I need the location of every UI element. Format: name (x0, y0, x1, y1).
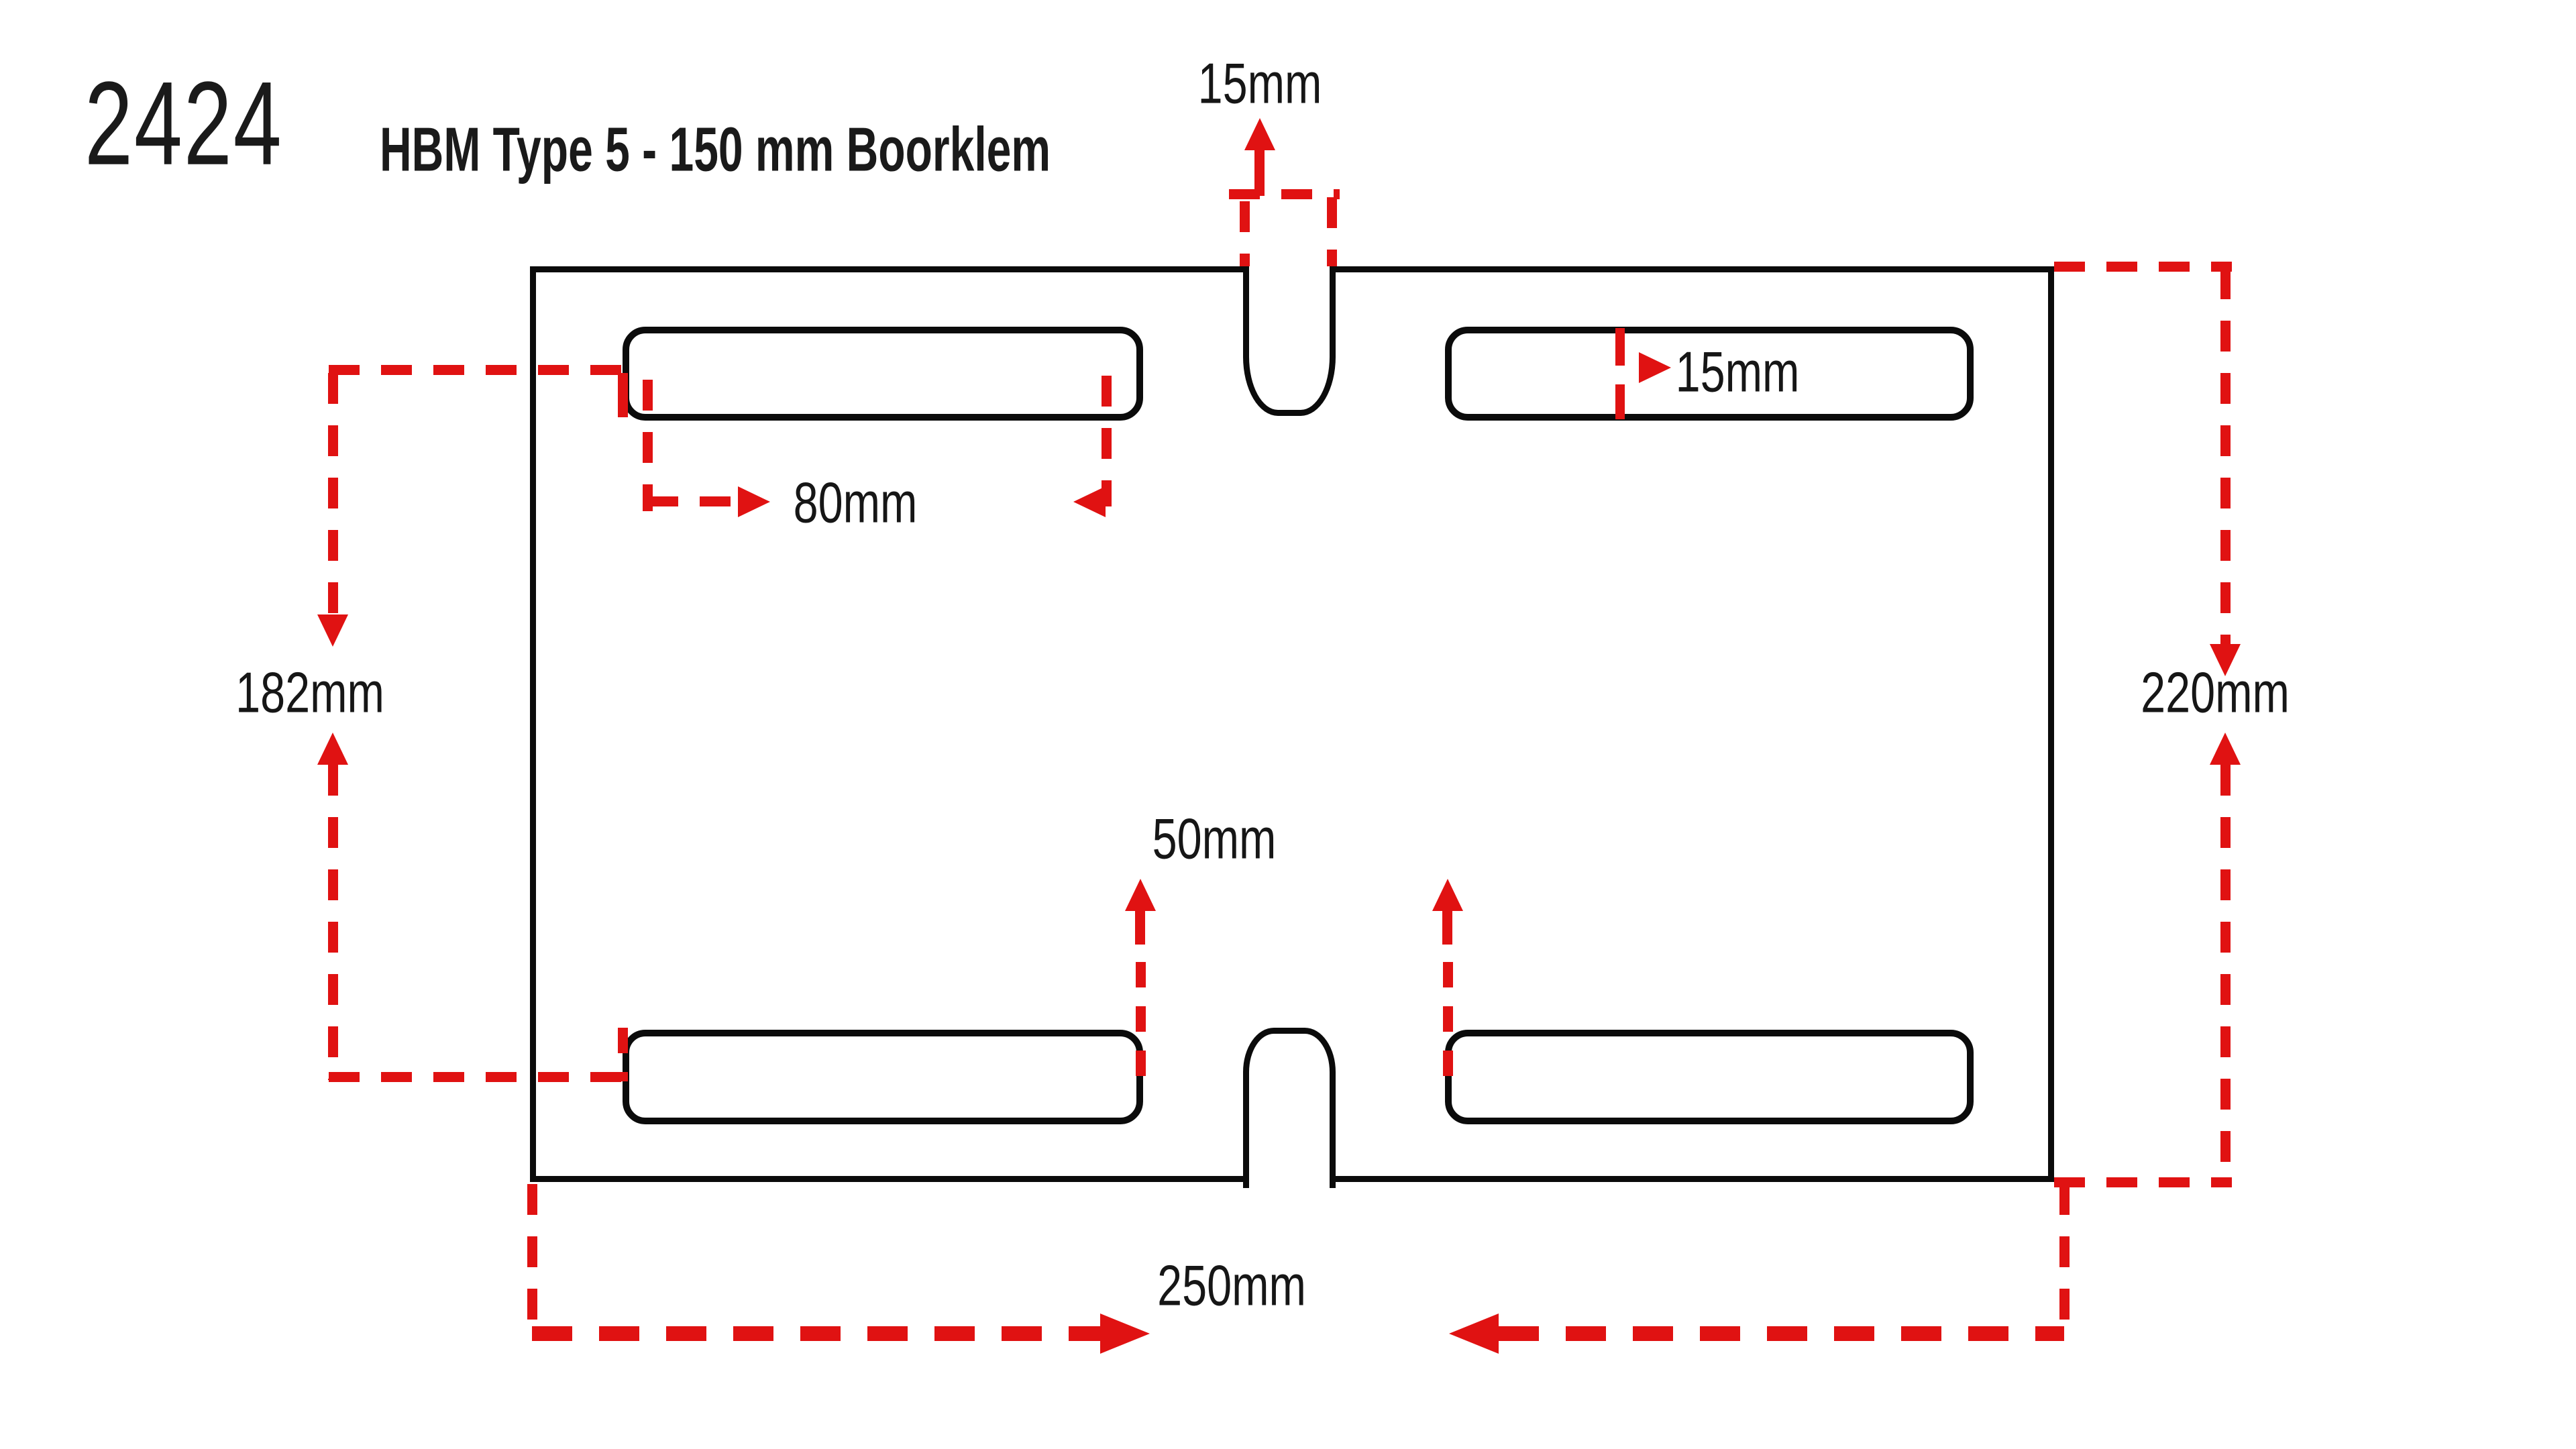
arrow-up-icon (2210, 733, 2241, 765)
dashed-line (2220, 268, 2231, 645)
part-number: 2424 (85, 57, 283, 190)
slot-bottom-right (1445, 1030, 1974, 1124)
arrow-up-icon (1125, 879, 1156, 911)
slot-top-left (623, 327, 1143, 421)
dashed-line (1136, 962, 1146, 1079)
dim-label-slot-length: 80mm (793, 470, 918, 535)
dashed-line (2059, 1184, 2070, 1334)
slot-top-right (1445, 327, 1974, 421)
arrow-up-icon (1432, 879, 1463, 911)
arrow-left-icon (1449, 1313, 1499, 1354)
dashed-line (1102, 376, 1112, 505)
arrow-down-icon (317, 614, 348, 647)
dashed-line (618, 1028, 628, 1081)
dashed-line (643, 380, 653, 511)
dimension-line (1442, 910, 1452, 945)
dashed-line (329, 1072, 629, 1082)
dim-label-left-height: 182mm (235, 660, 384, 724)
dashed-line (1240, 201, 1250, 266)
notch-top (1243, 260, 1336, 416)
dashed-line (2220, 765, 2231, 1182)
dimension-line (618, 373, 628, 417)
dim-label-notch-width: 15mm (1197, 51, 1322, 115)
dashed-line (532, 1326, 1104, 1341)
dashed-line (329, 365, 629, 375)
dashed-line (2054, 1177, 2232, 1187)
dashed-line (647, 496, 738, 506)
dashed-line (1229, 189, 1340, 199)
notch-bottom (1243, 1028, 1336, 1188)
dashed-line (328, 765, 338, 1080)
arrow-right-icon (738, 486, 770, 517)
arrow-right-icon (1639, 352, 1671, 383)
arrow-up-icon (317, 733, 348, 765)
drawing-title: HBM Type 5 - 150 mm Boorklem (380, 114, 1051, 184)
dashed-line (2054, 262, 2232, 272)
arrow-up-icon (1244, 118, 1275, 150)
dashed-line (328, 373, 338, 617)
arrow-down-icon (2210, 644, 2241, 676)
dashed-line (1443, 962, 1453, 1079)
dashed-line (1327, 197, 1337, 266)
dashed-line (527, 1184, 537, 1332)
dim-label-slot-width: 15mm (1675, 339, 1800, 404)
dim-label-plate-width: 250mm (1157, 1253, 1306, 1318)
dim-label-slot-gap: 50mm (1152, 806, 1277, 871)
dashed-line (1615, 328, 1625, 419)
slot-bottom-left (623, 1030, 1143, 1124)
dim-label-plate-height: 220mm (2141, 660, 2290, 724)
dimension-line (1254, 149, 1265, 196)
dimension-line (1135, 910, 1145, 945)
arrow-right-icon (1100, 1313, 1150, 1354)
dashed-line (1499, 1326, 2064, 1341)
